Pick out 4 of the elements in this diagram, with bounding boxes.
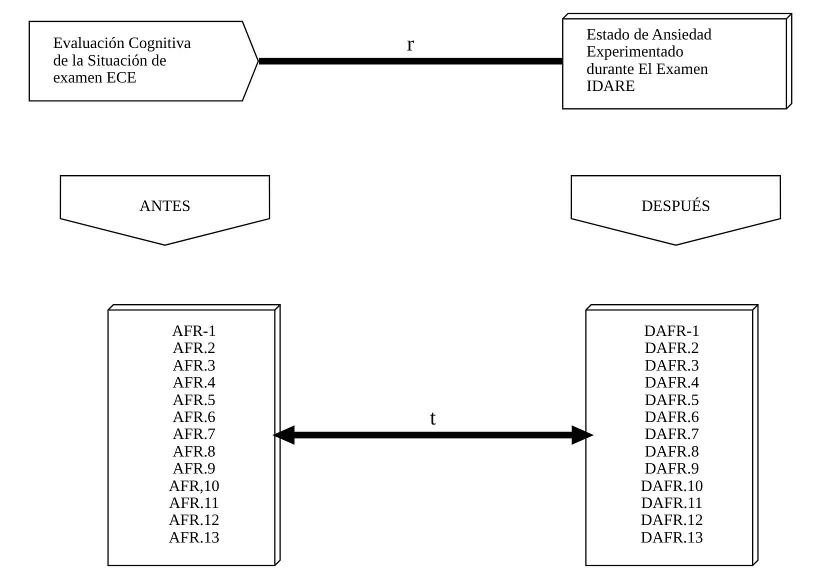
edge-label: r xyxy=(406,31,414,56)
connector xyxy=(258,58,562,64)
edge-label: t xyxy=(430,405,436,430)
arrow xyxy=(272,425,594,445)
